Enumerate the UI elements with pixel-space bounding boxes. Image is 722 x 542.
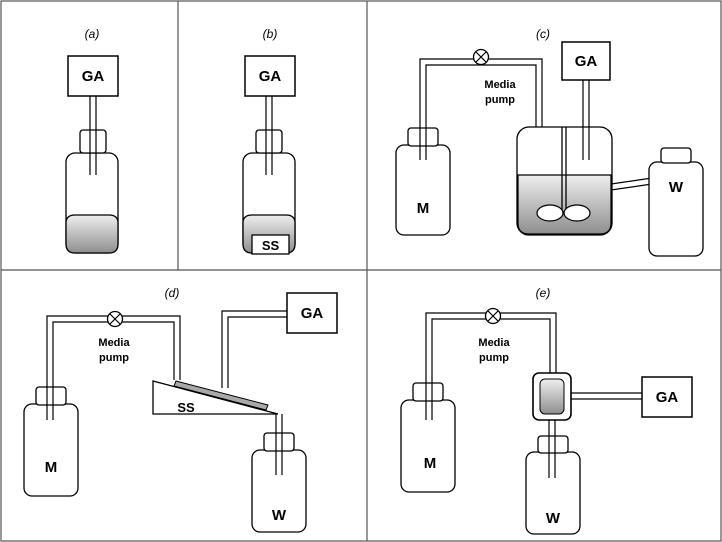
gas-analyzer-box — [561, 41, 611, 81]
media-bottle-cap — [407, 127, 439, 147]
media-bottle-label: M — [424, 455, 437, 472]
pump-valve-icon — [472, 48, 490, 66]
substrate-film — [173, 380, 269, 411]
media-bottle-label: M — [417, 200, 430, 217]
gas-analyzer-box — [244, 55, 296, 97]
panel-b: (b) GA SS — [242, 27, 296, 255]
impeller-blade-left — [536, 204, 564, 222]
media-bottle-label: M — [45, 459, 58, 476]
bottle-cap — [79, 129, 107, 154]
waste-line — [548, 420, 556, 478]
liquid-media — [65, 214, 119, 254]
panel-label-d: (d) — [165, 286, 180, 300]
gas-analyzer-box — [641, 376, 693, 418]
gas-analyzer-box — [67, 55, 119, 97]
panel-a: (a) GA — [65, 27, 119, 254]
solid-substrate-box — [251, 234, 290, 255]
waste-bottle-cap — [660, 147, 692, 164]
waste-bottle-cap — [263, 432, 295, 452]
gas-line — [571, 392, 642, 400]
reactor-liquid — [517, 174, 612, 235]
packed-bed-media — [539, 378, 565, 415]
gas-analyzer-label: GA — [82, 68, 105, 85]
impeller-blade-right — [563, 204, 591, 222]
panel-label-c: (c) — [536, 27, 550, 41]
gas-line — [89, 96, 97, 175]
gas-line — [265, 96, 273, 175]
pump-label-line2: pump — [99, 352, 129, 364]
panel-c: (c) M Media pump GA — [395, 27, 704, 257]
gas-analyzer-label: GA — [656, 389, 679, 406]
gas-line — [221, 310, 287, 388]
media-bottle — [395, 144, 451, 236]
gas-analyzer-box — [286, 292, 338, 334]
waste-bottle — [648, 161, 704, 257]
pump-label-line2: pump — [479, 352, 509, 364]
pump-label-line1: Media — [478, 337, 510, 349]
waste-line — [610, 177, 653, 191]
media-bottle — [400, 399, 456, 493]
waste-bottle-cap — [537, 435, 569, 454]
pump-label-line1: Media — [484, 79, 516, 91]
bottle-cap — [255, 129, 283, 154]
inclined-solid-substrate — [152, 380, 279, 415]
waste-bottle-label: W — [272, 507, 287, 524]
pump-valve-icon — [106, 310, 124, 328]
panel-e: (e) M Media pump GA — [400, 286, 693, 535]
media-bottle-cap — [412, 382, 444, 402]
media-bottle-cap — [35, 386, 67, 406]
solid-substrate-label: SS — [177, 400, 195, 415]
waste-bottle-label: W — [669, 179, 684, 196]
solid-substrate-label: SS — [262, 238, 280, 253]
pump-label-line2: pump — [485, 94, 515, 106]
panel-label-a: (a) — [85, 27, 100, 41]
impeller-shaft — [561, 127, 567, 212]
panel-d: (d) M Media pump SS GA — [23, 286, 338, 533]
waste-bottle-label: W — [546, 510, 561, 527]
gas-analyzer-label: GA — [575, 53, 598, 70]
pump-valve-icon — [484, 307, 502, 325]
waste-line — [275, 414, 283, 475]
pump-label-line1: Media — [98, 337, 130, 349]
panel-label-e: (e) — [536, 286, 551, 300]
gas-line — [582, 80, 590, 160]
panel-label-b: (b) — [263, 27, 278, 41]
gas-analyzer-label: GA — [301, 305, 324, 322]
media-bottle — [23, 403, 79, 497]
gas-analyzer-label: GA — [259, 68, 282, 85]
